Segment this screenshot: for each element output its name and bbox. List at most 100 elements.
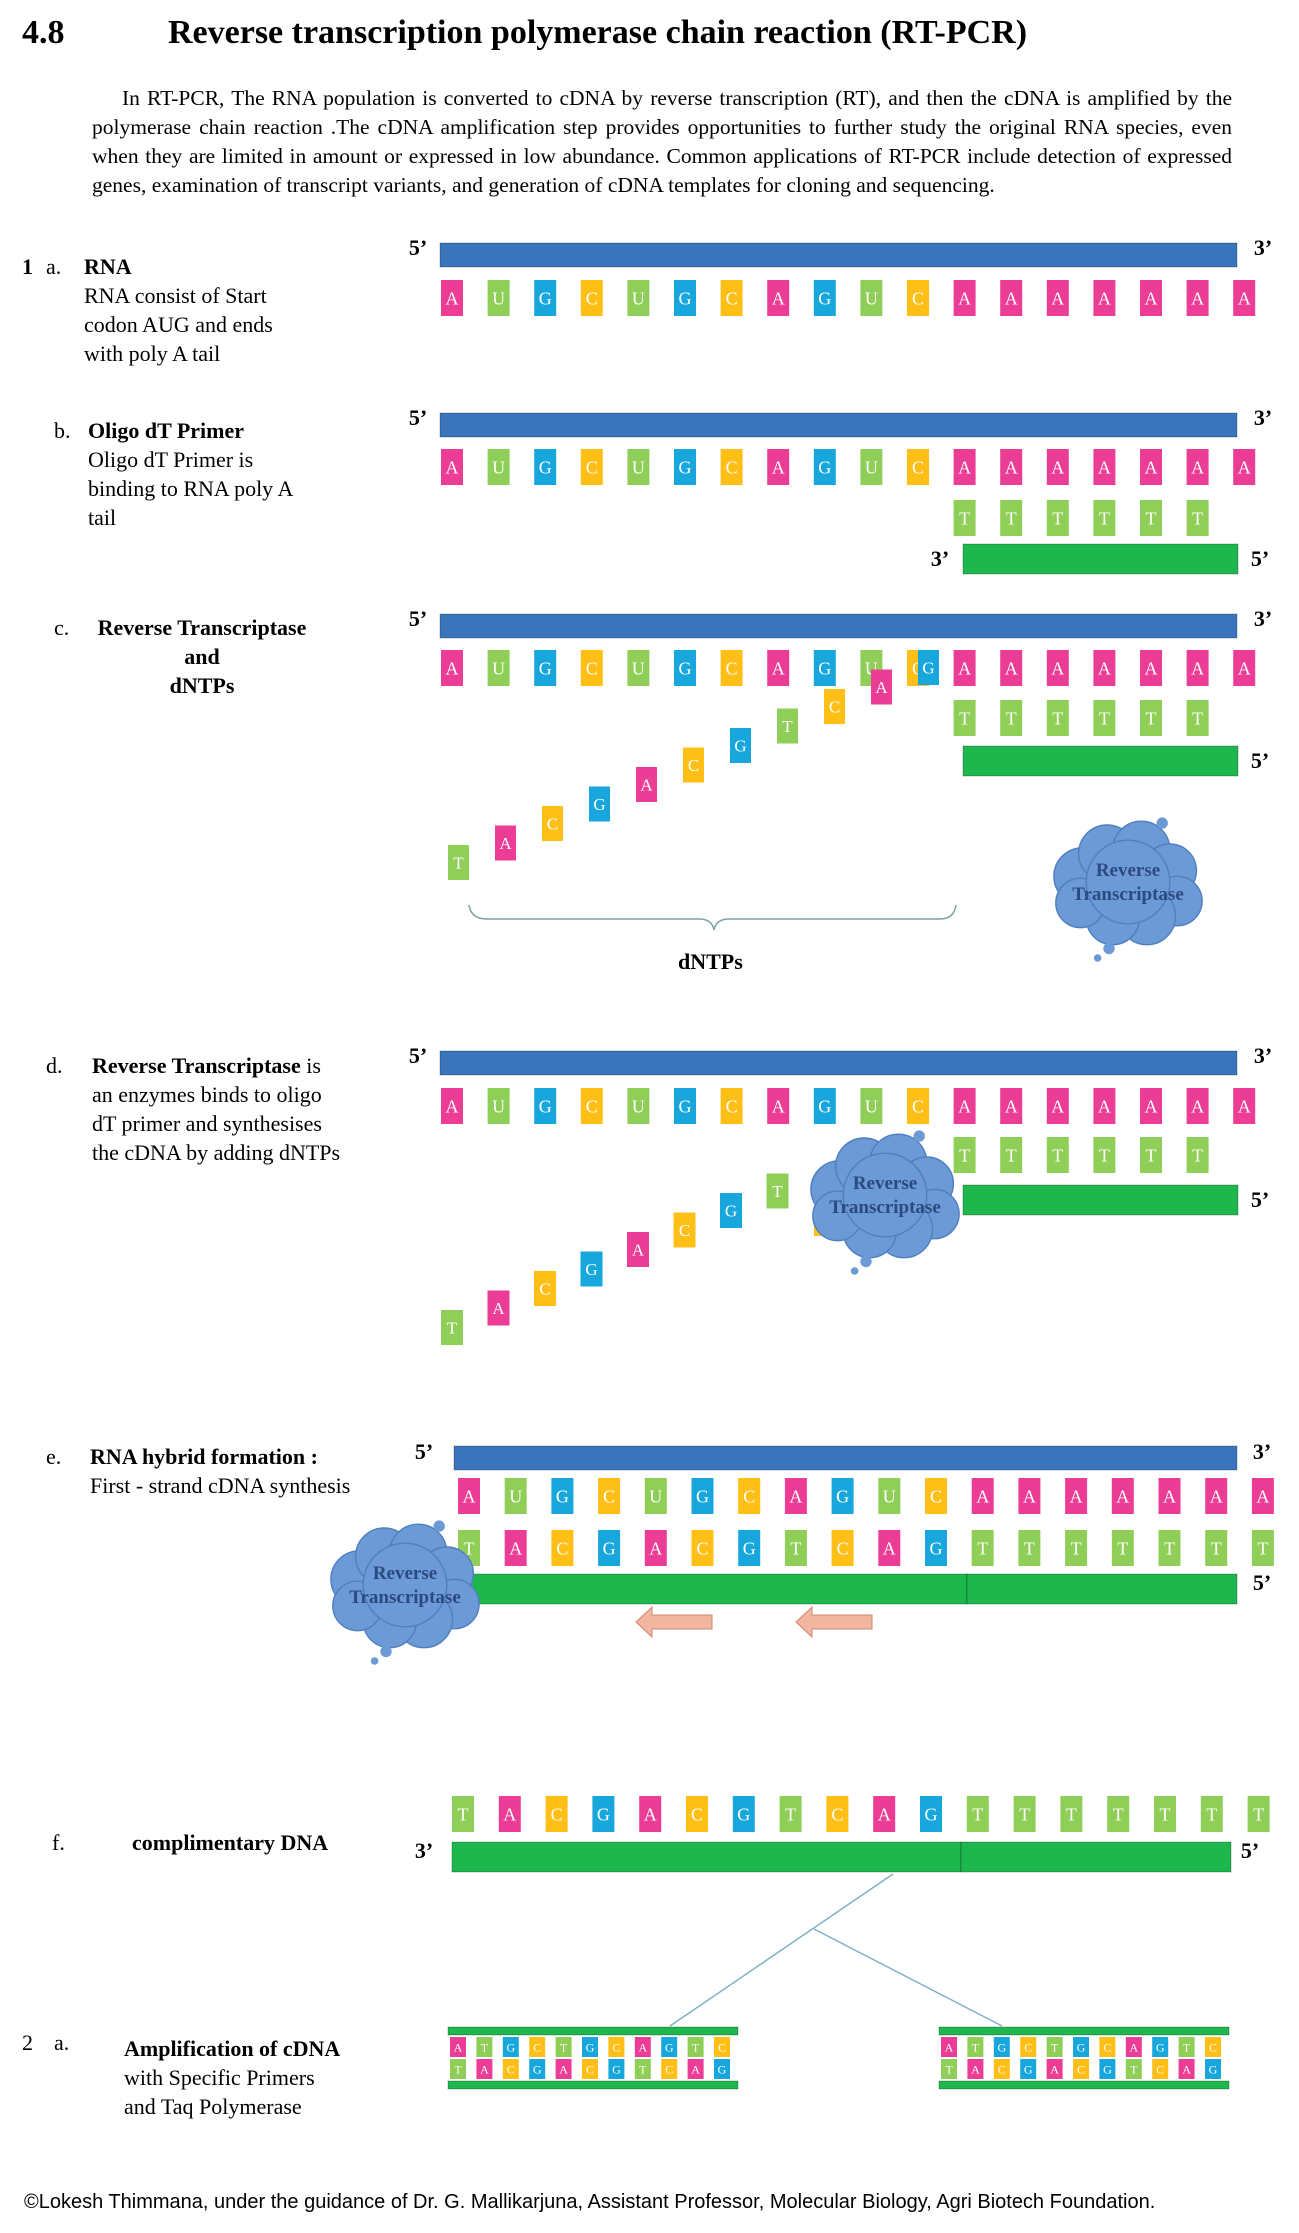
amplicon-left-top-base <box>608 2037 625 2057</box>
step-a-rna-5-end: 5’ <box>409 235 427 260</box>
base-letter-T: T <box>785 1804 796 1824</box>
step-a-title: RNA <box>84 254 132 279</box>
amplicon-right-top-base <box>1152 2037 1169 2057</box>
base-letter-T: T <box>1099 1145 1110 1165</box>
step-e-cdna-base <box>1111 1530 1134 1566</box>
base-letter-T: T <box>1019 1804 1030 1824</box>
base-letter-G: G <box>997 2040 1006 2054</box>
step-f-cdna-base <box>452 1796 474 1832</box>
step-a-desc-3: with poly A tail <box>84 341 221 366</box>
step-f-cdna-base <box>1200 1796 1223 1832</box>
step-d-enzyme-label-1: Reverse <box>853 1173 917 1194</box>
base-letter-C: C <box>688 756 699 775</box>
base-letter-U: U <box>883 1486 896 1506</box>
base-letter-C: C <box>1209 2040 1217 2054</box>
step-d-rna-base <box>907 1088 929 1124</box>
base-letter-T: T <box>972 1804 983 1824</box>
step-d-primer-base <box>1046 1137 1069 1173</box>
step-d-letter: d. <box>46 1053 63 1078</box>
step-d-dntp <box>673 1212 696 1248</box>
step-c-dntp <box>683 747 704 783</box>
base-letter-A: A <box>480 2062 489 2076</box>
step-b-primer-5-end: 5’ <box>1251 546 1269 571</box>
base-letter-A: A <box>772 1096 785 1116</box>
step-c-primer-backbone <box>962 745 1239 777</box>
amplicon-left-bottom-base <box>608 2059 625 2079</box>
step-d-primer-base <box>1000 1137 1023 1173</box>
base-letter-U: U <box>649 1486 662 1506</box>
step-c-primer-base <box>953 700 976 736</box>
amplicon-left-top-base <box>529 2037 546 2057</box>
base-letter-A: A <box>971 2062 980 2076</box>
amplicon-right-top-base <box>1046 2037 1063 2057</box>
enzyme-puff <box>362 1542 448 1628</box>
step-e-enzyme-label-2: Transcriptase <box>349 1587 461 1608</box>
step-e-rna-base <box>1205 1478 1228 1514</box>
synthesis-arrow <box>635 1605 713 1639</box>
step-b-rna-base <box>813 449 836 485</box>
base-letter-G: G <box>603 1538 616 1558</box>
step-d-title-rest: is <box>300 1053 321 1078</box>
enzyme-puff <box>842 1152 928 1238</box>
step-a-rna-base <box>627 280 650 316</box>
section-number: 4.8 <box>22 14 65 51</box>
step-a-rna-base <box>907 280 929 316</box>
base-letter-T: T <box>1099 508 1110 528</box>
step-f-cdna-base <box>686 1796 708 1832</box>
base-letter-C: C <box>696 1538 708 1558</box>
step-d-dntp <box>441 1310 463 1345</box>
step-d-rna-base <box>1186 1088 1209 1124</box>
amplicon-right-top-base <box>941 2037 957 2057</box>
base-letter-T: T <box>1192 708 1203 728</box>
step-d-rna-base <box>860 1088 883 1124</box>
base-letter-A: A <box>1005 288 1018 308</box>
base-letter-T: T <box>1211 1538 1222 1558</box>
base-letter-C: C <box>691 1804 703 1824</box>
base-letter-A: A <box>958 457 971 477</box>
base-letter-U: U <box>492 457 505 477</box>
amplicon-right-top-base <box>1205 2037 1221 2057</box>
step-d-primer-base <box>1093 1137 1116 1173</box>
amplicon-left-top-base <box>634 2037 651 2057</box>
base-letter-T: T <box>1066 1804 1077 1824</box>
step-c-rna-5-end: 5’ <box>409 606 427 631</box>
step-b-rna-backbone <box>439 412 1238 438</box>
step-c-dntp <box>871 669 892 705</box>
step-c-rna-base <box>1046 650 1069 686</box>
step-e-cdna-base <box>504 1530 527 1566</box>
step-b-rna-base <box>674 449 696 485</box>
enzyme-tail <box>913 1130 925 1142</box>
base-letter-G: G <box>734 737 746 756</box>
step-c-primer-base <box>1000 700 1023 736</box>
step-a-rna-base <box>441 280 463 316</box>
step-c-rna-backbone <box>439 613 1238 639</box>
step-f-cdna-base <box>592 1796 615 1832</box>
step-c-primer-base <box>1093 700 1116 736</box>
step-c-rna-base <box>767 650 790 686</box>
step-b-rna-base <box>534 449 557 485</box>
step-f-letter: f. <box>52 1830 65 1855</box>
base-letter-C: C <box>547 815 558 834</box>
base-letter-A: A <box>1145 1096 1158 1116</box>
base-letter-A: A <box>772 658 785 678</box>
amplicon-left-top-base <box>502 2037 519 2057</box>
dntps-label: dNTPs <box>678 949 743 974</box>
step-b-rna-base <box>1046 449 1069 485</box>
step-a-rna-base <box>580 280 603 316</box>
base-letter-T: T <box>560 2040 568 2054</box>
base-letter-A: A <box>1116 1486 1129 1506</box>
base-letter-A: A <box>1191 288 1204 308</box>
step-b-rna-base <box>767 449 790 485</box>
base-letter-C: C <box>837 1538 849 1558</box>
step-e-cdna-base <box>784 1530 807 1566</box>
step-e-cdna-base <box>831 1530 854 1566</box>
step-c-enzyme-label-2: Transcriptase <box>1072 884 1184 905</box>
step-e-cdna-base <box>644 1530 667 1566</box>
amplicon-left-top-base <box>450 2037 466 2057</box>
base-letter-T: T <box>1052 708 1063 728</box>
base-letter-C: C <box>507 2062 515 2076</box>
step-e-rna-base <box>1158 1478 1181 1514</box>
base-letter-G: G <box>818 658 831 678</box>
amplicon-right-top-base <box>993 2037 1010 2057</box>
step-f-cdna-base <box>1247 1796 1270 1832</box>
